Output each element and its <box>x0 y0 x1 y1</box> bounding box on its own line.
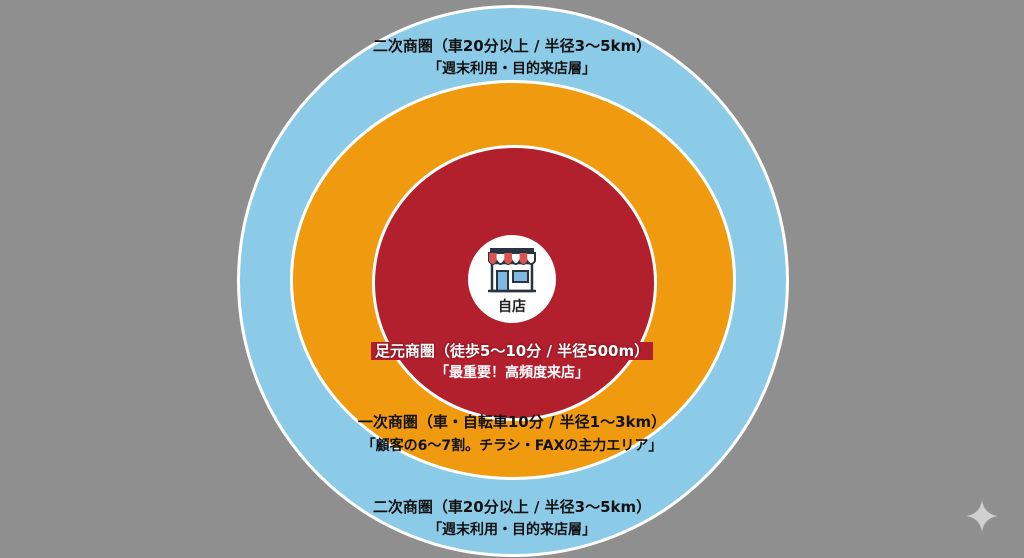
secondary-area-title-bottom: 二次商圏（車20分以上 / 半径3〜5km） <box>372 498 652 516</box>
primary-area-title: 一次商圏（車・自転車10分 / 半径1〜3km） <box>357 413 667 431</box>
secondary-area-subtitle-top: 「週末利用・目的来店層」 <box>428 61 596 77</box>
secondary-area-subtitle-bottom: 「週末利用・目的来店層」 <box>428 522 596 538</box>
foot-area-title-text: 足元商圏（徒歩5〜10分 / 半径500m） <box>370 342 654 360</box>
foot-area-title: 足元商圏（徒歩5〜10分 / 半径500m） <box>0 340 1024 361</box>
primary-area-subtitle: 「顧客の6〜7割。チラシ・FAXの主力エリア」 <box>361 438 663 454</box>
secondary-area-title-top: 二次商圏（車20分以上 / 半径3〜5km） <box>372 37 652 55</box>
store-badge: 自店 <box>468 235 556 323</box>
store-icon <box>488 248 536 293</box>
foot-area-subtitle: 「最重要！高頻度来店」 <box>435 365 589 381</box>
store-label: 自店 <box>498 299 526 315</box>
sparkle-icon <box>966 500 998 532</box>
